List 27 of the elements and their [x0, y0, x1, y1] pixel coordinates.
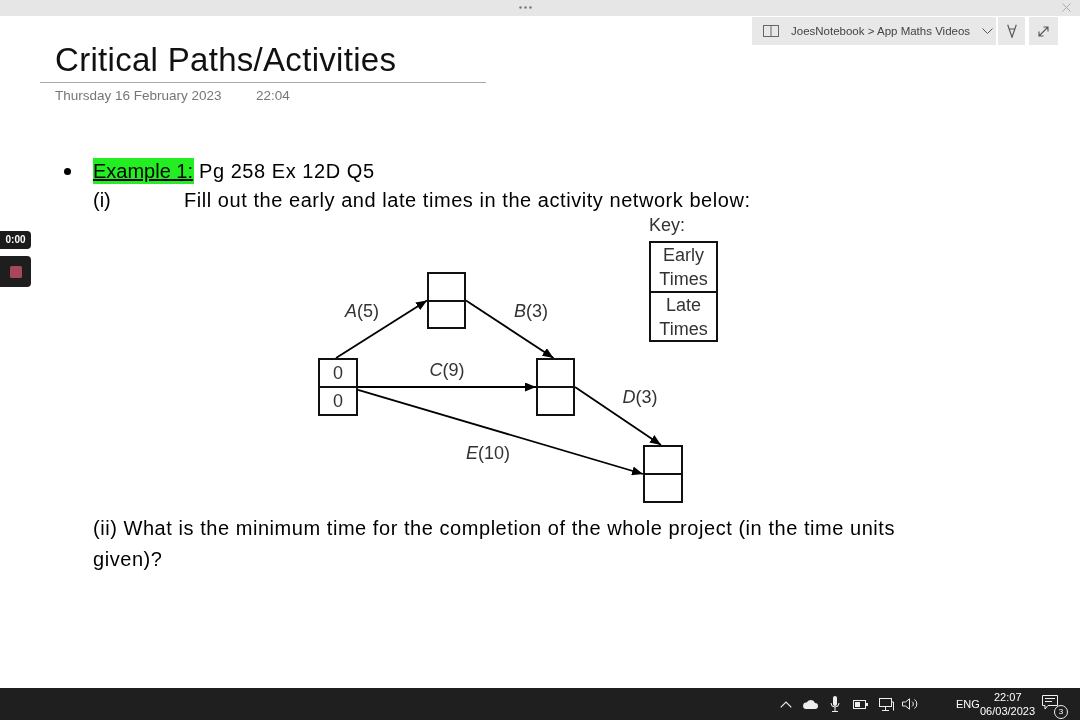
clock-time: 22:07: [994, 690, 1022, 704]
question-text: Fill out the early and late times in the activity network below:: [184, 188, 751, 213]
reference-text: Pg 258 Ex 12D Q5: [199, 159, 375, 184]
arrow: [465, 299, 555, 359]
notebook-selector: JoesNotebook > App Maths Videos: [752, 17, 996, 45]
page-title: Critical Paths/Activities: [55, 40, 397, 80]
event-box: [643, 445, 683, 503]
page-time: 22:04: [256, 87, 290, 104]
event-box: [318, 358, 358, 416]
event-time: 0: [333, 362, 343, 385]
clock-date: 06/03/2023: [980, 705, 1036, 718]
example-heading: Example 1:: [93, 158, 195, 184]
event-box: [427, 272, 466, 329]
arrow: [574, 386, 662, 446]
event-time: 0: [333, 390, 343, 413]
part-number: (i): [93, 188, 111, 213]
recording-timer: 0:00: [0, 231, 31, 249]
question-text: (ii) What is the minimum time for the completion of the whole project (in the time units given)?: [93, 516, 897, 572]
event-box: [536, 358, 575, 416]
language-indicator: ENG: [956, 697, 980, 710]
arrow: [357, 389, 644, 476]
key-heading: Key:: [649, 214, 686, 236]
arrow: [357, 382, 537, 392]
page-date: Thursday 16 February 2023: [55, 87, 222, 104]
arrow: [335, 299, 428, 359]
key-entry: Early Times: [658, 244, 709, 291]
key-entry: Late Times: [658, 294, 709, 341]
